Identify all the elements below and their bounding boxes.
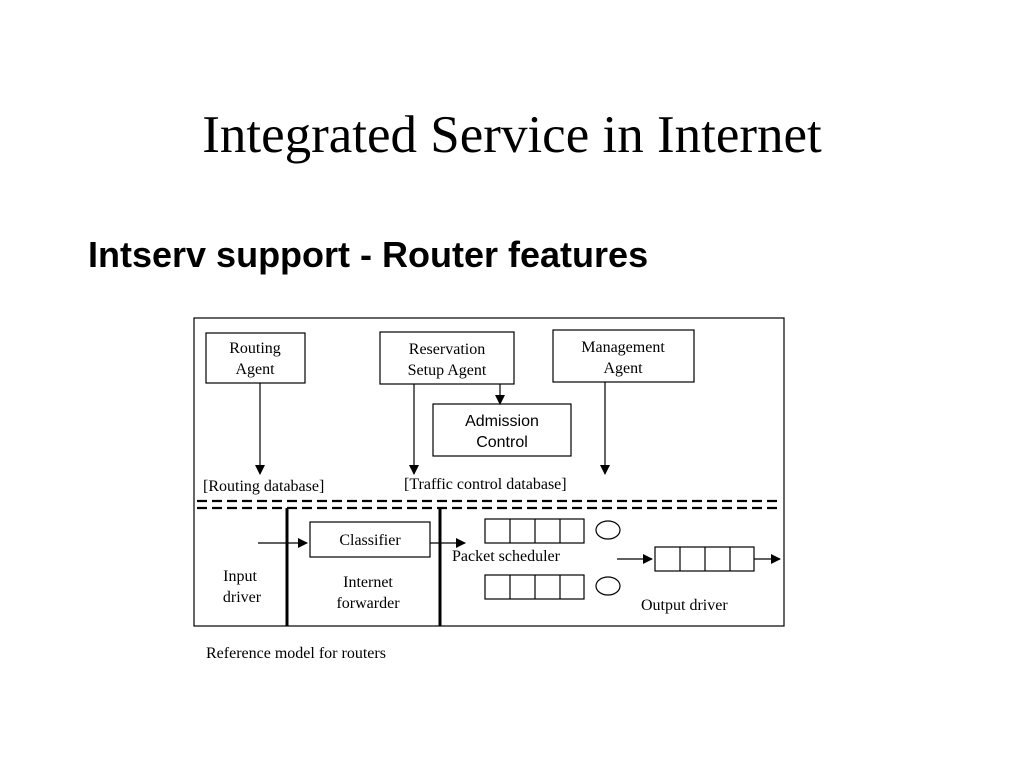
management-agent-box: Management Agent bbox=[552, 329, 695, 383]
routing-agent-label-line1: Routing bbox=[229, 340, 281, 357]
upper-queue bbox=[484, 518, 585, 544]
management-agent-label-line1: Management bbox=[581, 339, 665, 356]
diagram-frame bbox=[193, 317, 785, 627]
diagram-caption: Reference model for routers bbox=[206, 645, 386, 662]
upper-queue-server bbox=[595, 520, 621, 540]
classifier-box: Classifier bbox=[309, 521, 431, 558]
routing-database-label: [Routing database] bbox=[203, 478, 324, 495]
packet-scheduler-label: Packet scheduler bbox=[452, 548, 561, 565]
input-driver-label-line1: Input bbox=[223, 568, 257, 585]
reservation-setup-agent-box: Reservation Setup Agent bbox=[379, 331, 515, 385]
lower-queue bbox=[484, 574, 585, 600]
routing-agent-label-line2: Agent bbox=[235, 361, 275, 378]
routing-agent-box: Routing Agent bbox=[205, 332, 306, 384]
internet-forwarder-label-line1: Internet bbox=[343, 574, 393, 591]
output-driver-label: Output driver bbox=[641, 597, 728, 614]
admission-control-box: Admission Control bbox=[432, 403, 572, 457]
input-driver-label-line2: driver bbox=[223, 589, 262, 606]
slide-subtitle: Intserv support - Router features bbox=[88, 234, 649, 275]
management-agent-label-line2: Agent bbox=[603, 360, 643, 377]
lower-queue-server bbox=[595, 576, 621, 596]
admission-control-label-line2: Control bbox=[476, 434, 528, 451]
slide-title: Integrated Service in Internet bbox=[202, 106, 822, 164]
plane-separator bbox=[197, 499, 781, 510]
reservation-agent-label-line2: Setup Agent bbox=[408, 362, 487, 379]
classifier-label: Classifier bbox=[339, 532, 401, 549]
output-queue bbox=[654, 546, 755, 572]
admission-control-label-line1: Admission bbox=[465, 413, 539, 430]
reservation-agent-label-line1: Reservation bbox=[409, 341, 485, 358]
internet-forwarder-label-line2: forwarder bbox=[336, 595, 400, 612]
traffic-control-database-label: [Traffic control database] bbox=[404, 476, 567, 493]
